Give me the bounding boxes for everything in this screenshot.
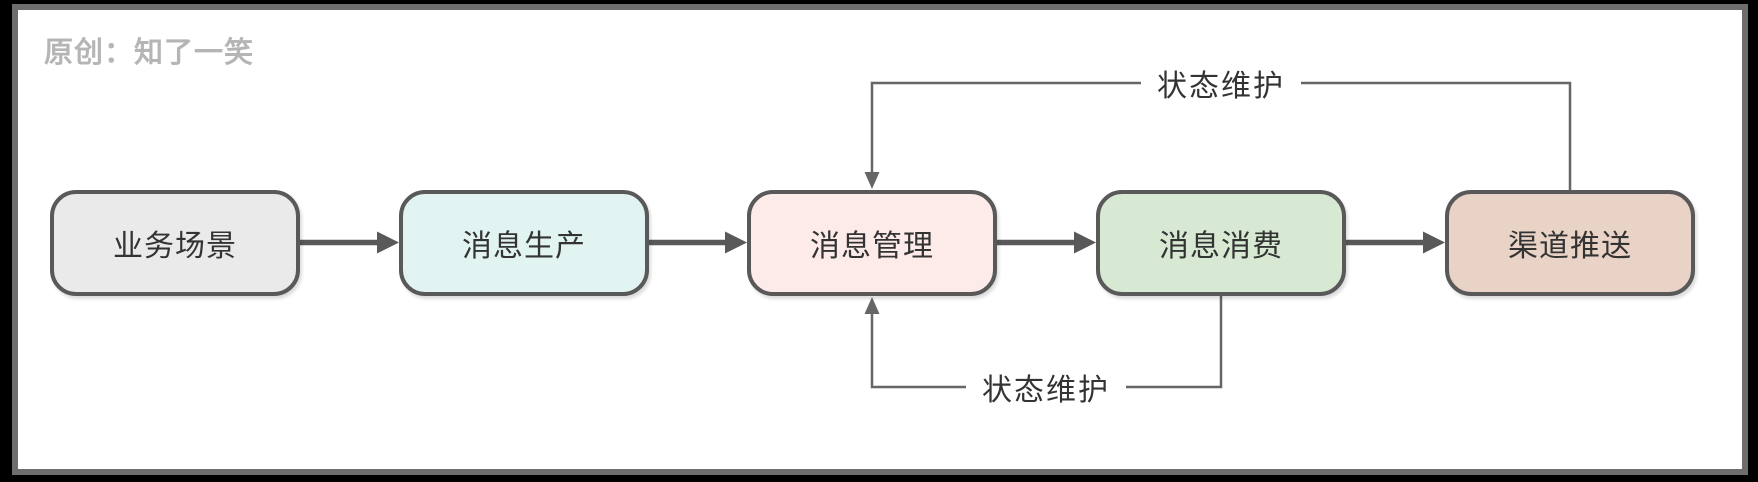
node-business-scenario: 业务场景 [50, 190, 300, 296]
node-message-consumption: 消息消费 [1096, 190, 1346, 296]
node-message-production-label: 消息生产 [462, 230, 586, 263]
node-message-consumption-label: 消息消费 [1159, 230, 1283, 263]
node-business-scenario-label: 业务场景 [113, 230, 237, 263]
node-channel-push-label: 渠道推送 [1508, 230, 1632, 263]
watermark-text: 原创：知了一笑 [44, 37, 255, 69]
feedback-label-top: 状态维护 [1141, 59, 1301, 107]
node-channel-push: 渠道推送 [1445, 190, 1695, 296]
node-message-management-label: 消息管理 [810, 230, 934, 263]
node-message-production: 消息生产 [399, 190, 649, 296]
feedback-label-bottom: 状态维护 [966, 363, 1126, 411]
node-message-management: 消息管理 [747, 190, 997, 296]
